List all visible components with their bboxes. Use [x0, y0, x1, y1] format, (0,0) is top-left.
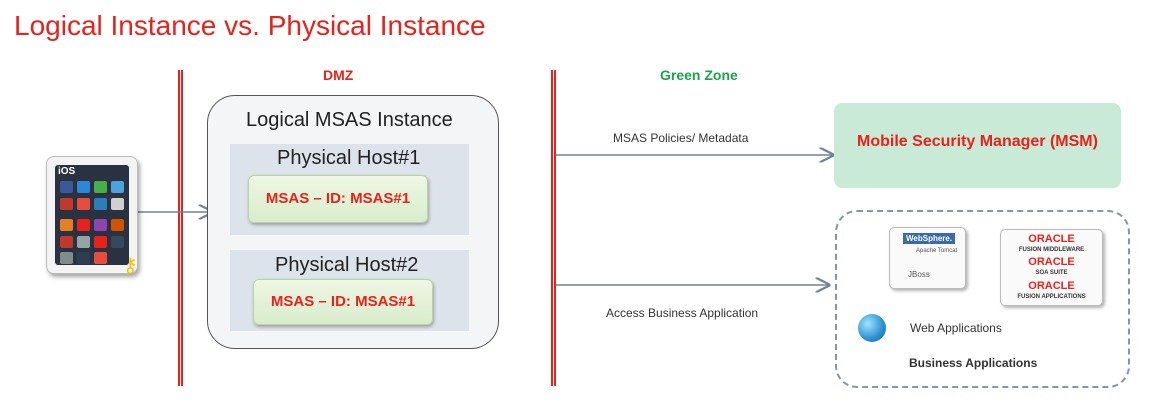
- web-applications-label: Web Applications: [910, 321, 1002, 335]
- fusion-applications-label: FUSION APPLICATIONS: [1017, 294, 1086, 300]
- oracle-logos-icon: ORACLE FUSION MIDDLEWARE ORACLE SOA SUIT…: [1000, 229, 1103, 306]
- globe-icon: [858, 314, 886, 342]
- physical-host-1-title: Physical Host#1: [277, 147, 421, 169]
- oracle-logo-2: ORACLE: [1028, 256, 1075, 268]
- oracle-logo-1: ORACLE: [1028, 233, 1075, 245]
- soa-suite-label: SOA SUITE: [1035, 270, 1068, 276]
- green-zone-label: Green Zone: [660, 67, 738, 83]
- business-applications-label: Business Applications: [909, 356, 1038, 370]
- app-server-logos-icon: WebSphere. Apache Tomcat JBoss: [889, 227, 966, 289]
- ios-label: iOS: [58, 166, 76, 177]
- websphere-logo: WebSphere.: [903, 233, 956, 244]
- access-label: Access Business Application: [606, 306, 759, 320]
- policies-label: MSAS Policies/ Metadata: [613, 131, 749, 145]
- msas-instance-1: MSAS – ID: MSAS#1: [248, 175, 428, 223]
- dmz-label: DMZ: [323, 67, 354, 83]
- msas-instance-2: MSAS – ID: MSAS#1: [253, 279, 433, 325]
- business-applications-group: [835, 210, 1130, 388]
- dmz-boundary-left: [178, 70, 183, 386]
- fusion-middleware-label: FUSION MIDDLEWARE: [1018, 247, 1085, 253]
- logical-instance-title: Logical MSAS Instance: [246, 109, 453, 131]
- tomcat-logo: Apache Tomcat: [916, 248, 958, 254]
- page-title: Logical Instance vs. Physical Instance: [14, 10, 486, 41]
- physical-host-2-title: Physical Host#2: [275, 254, 419, 276]
- jboss-logo: JBoss: [908, 270, 930, 279]
- oracle-logo-3: ORACLE: [1028, 280, 1075, 292]
- dmz-boundary-right: [551, 70, 556, 386]
- msm-box: Mobile Security Manager (MSM): [834, 103, 1121, 188]
- mobile-device-icon: iOS ⚷: [46, 156, 138, 277]
- key-icon: ⚷: [123, 255, 138, 277]
